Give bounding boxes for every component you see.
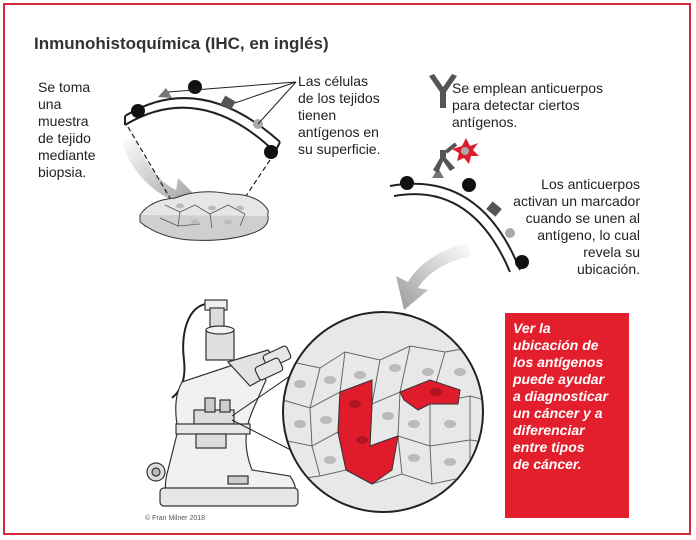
microscope — [146, 299, 299, 507]
magnified-tissue-view — [282, 311, 484, 513]
callout-box — [505, 313, 629, 518]
curved-arrow-2 — [396, 242, 470, 310]
antibody-icon — [429, 74, 457, 108]
figure-title: Inmunohistoquímica (IHC, en inglés) — [34, 34, 329, 53]
tissue-sample — [139, 191, 269, 241]
cell-membrane-arc-2 — [389, 138, 529, 273]
curved-arrow-1 — [120, 138, 196, 212]
cell-membrane-arc-1 — [124, 80, 281, 159]
credit-text: © Fran Milner 2018 — [145, 515, 206, 522]
